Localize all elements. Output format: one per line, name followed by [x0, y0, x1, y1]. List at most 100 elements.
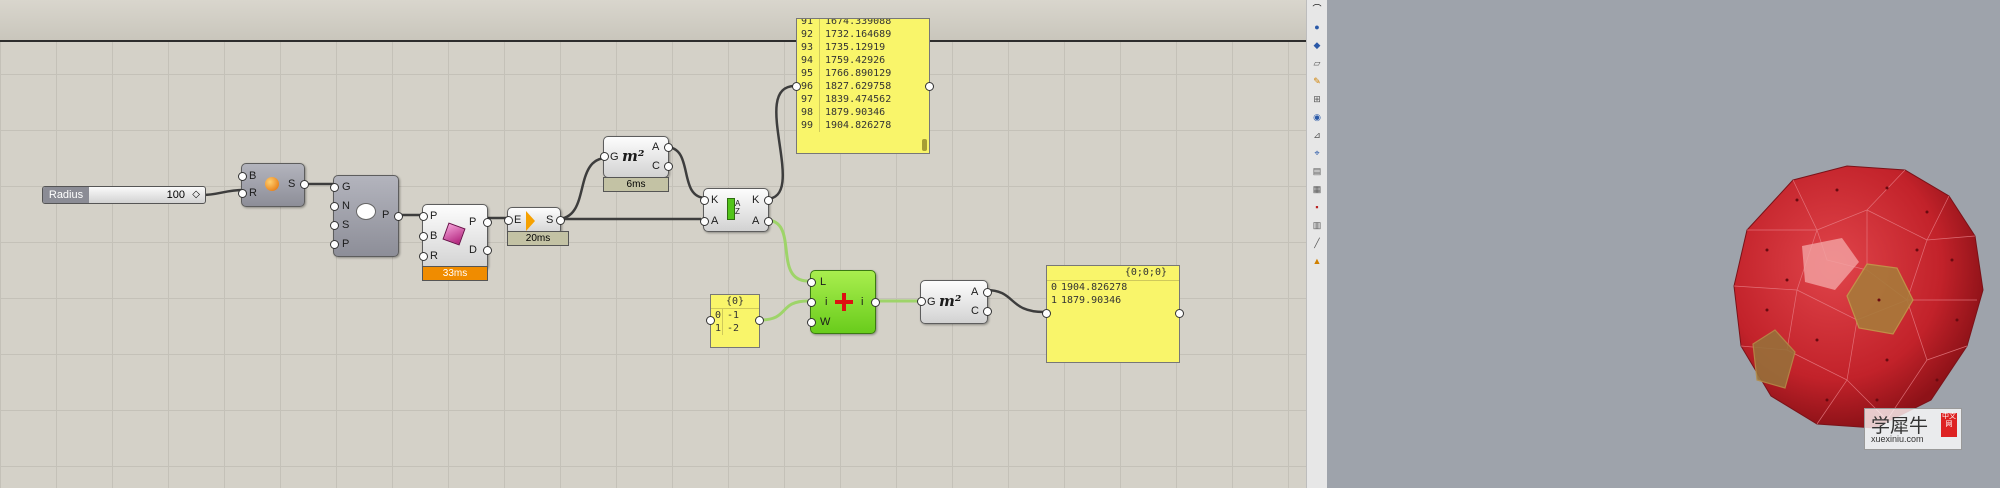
- voronoi-input-r: R: [430, 250, 438, 262]
- join-output-grip[interactable]: [556, 216, 565, 225]
- list-input-w-grip[interactable]: [807, 318, 816, 327]
- brep-join-component[interactable]: E S: [504, 207, 565, 235]
- list-input-i-grip[interactable]: [807, 298, 816, 307]
- sort-output-k-grip[interactable]: [764, 196, 773, 205]
- grasshopper-canvas[interactable]: Radius 100 ◇ B R S G N S P P P B R P D: [0, 0, 1306, 488]
- voronoi-input-r-grip[interactable]: [419, 252, 428, 261]
- voronoi-output-p-grip[interactable]: [483, 218, 492, 227]
- sort-icon: [727, 198, 735, 220]
- canvas-top-band: [0, 0, 1306, 42]
- point-tool-icon[interactable]: ◆: [1313, 40, 1321, 50]
- voronoi-input-b-grip[interactable]: [419, 232, 428, 241]
- voronoi-input-p-grip[interactable]: [419, 212, 428, 221]
- panel-result-output-grip[interactable]: [1175, 309, 1184, 318]
- sphere-output-grip[interactable]: [300, 180, 309, 189]
- voronoi-output-d-grip[interactable]: [483, 246, 492, 255]
- area-top-output-c-grip[interactable]: [664, 162, 673, 171]
- sphere-input-r-grip[interactable]: [238, 189, 247, 198]
- transform-tool-icon[interactable]: ⊞: [1313, 94, 1321, 104]
- rhino-side-toolbar: ⌒ ● ◆ ▱ ✎ ⊞ ◉ ⊿ ⌖ ▤ ▦ ▪ ▥ ╱ ▲: [1306, 0, 1328, 488]
- slider-diamond-icon[interactable]: ◇: [192, 189, 200, 200]
- surface-tool-icon[interactable]: ▱: [1313, 58, 1321, 68]
- populate-cloud-icon: [356, 203, 376, 220]
- sphere-input-b-grip[interactable]: [238, 172, 247, 181]
- sort-output-k: K: [752, 194, 760, 206]
- populate-output-grip[interactable]: [394, 212, 403, 221]
- area-bottom-output-c-grip[interactable]: [983, 307, 992, 316]
- join-output-s: S: [546, 214, 554, 226]
- grid-tool-icon[interactable]: ▥: [1312, 220, 1322, 230]
- panel-scroll-thumb[interactable]: [922, 139, 927, 151]
- voronoi-input-p: P: [430, 210, 438, 222]
- sort-output-a: A: [752, 215, 760, 227]
- area-top-timing: 6ms: [603, 177, 669, 192]
- area-top-output-a-grip[interactable]: [664, 143, 673, 152]
- render-tool-icon[interactable]: ▤: [1312, 166, 1322, 176]
- area-top-input-g-grip[interactable]: [600, 152, 609, 161]
- sort-input-k-grip[interactable]: [700, 196, 709, 205]
- area-bottom-output-a-grip[interactable]: [983, 288, 992, 297]
- area-bottom-icon: m²: [939, 292, 962, 310]
- panel-indices[interactable]: {0} 0-1 1-2: [710, 294, 760, 348]
- voronoi-component[interactable]: P B R P D: [419, 204, 492, 270]
- populate-input-g: G: [342, 181, 351, 193]
- panel-top-input-grip[interactable]: [792, 82, 801, 91]
- highlighted-cell-olive-2: [1752, 329, 1796, 389]
- voronoi-output-p: P: [469, 216, 477, 228]
- pen-tool-icon[interactable]: ╱: [1314, 238, 1320, 248]
- area-component-top[interactable]: G m² A C: [600, 136, 673, 178]
- panel-top-output-grip[interactable]: [925, 82, 934, 91]
- list-input-w: W: [820, 316, 831, 328]
- watermark-logo: 学犀牛 xuexiniu.com 中文网: [1864, 408, 1962, 450]
- layer-tool-icon[interactable]: ▦: [1312, 184, 1322, 194]
- curve-tool-icon[interactable]: ⌒: [1312, 4, 1322, 14]
- voronoi-input-b: B: [430, 230, 438, 242]
- radius-slider[interactable]: Radius 100 ◇: [42, 186, 206, 204]
- area-bottom-output-a: A: [971, 286, 979, 298]
- panel-indices-input-grip[interactable]: [706, 316, 715, 325]
- dimension-tool-icon[interactable]: ⌖: [1314, 148, 1320, 158]
- join-input-e: E: [514, 214, 522, 226]
- rhino-viewport[interactable]: 学犀牛 xuexiniu.com 中文网: [1327, 0, 2000, 488]
- area-component-bottom[interactable]: G m² A C: [917, 280, 992, 324]
- join-input-e-grip[interactable]: [504, 216, 513, 225]
- sort-output-a-grip[interactable]: [764, 217, 773, 226]
- list-input-l-grip[interactable]: [807, 278, 816, 287]
- populate-input-s-grip[interactable]: [330, 221, 339, 230]
- populate-input-n: N: [342, 200, 350, 212]
- populate-input-p-grip[interactable]: [330, 240, 339, 249]
- populate-input-n-grip[interactable]: [330, 202, 339, 211]
- snap-tool-icon[interactable]: ▪: [1315, 202, 1319, 212]
- paint-tool-icon[interactable]: ▲: [1312, 256, 1322, 266]
- sort-input-a-grip[interactable]: [700, 217, 709, 226]
- panel-indices-output-grip[interactable]: [755, 316, 764, 325]
- edit-tool-icon[interactable]: ✎: [1313, 76, 1321, 86]
- area-bottom-input-g-grip[interactable]: [917, 297, 926, 306]
- sphere-component[interactable]: B R S: [238, 163, 309, 207]
- circle-tool-icon[interactable]: ●: [1314, 22, 1320, 32]
- populate-geometry-component[interactable]: G N S P P: [330, 175, 403, 257]
- analyze-tool-icon[interactable]: ◉: [1313, 112, 1321, 122]
- populate-input-s: S: [342, 219, 350, 231]
- populate-input-g-grip[interactable]: [330, 183, 339, 192]
- panel-result-input-grip[interactable]: [1042, 309, 1051, 318]
- list-item-component[interactable]: L i W i: [807, 270, 880, 334]
- list-output-grip[interactable]: [871, 298, 880, 307]
- slider-value[interactable]: 100: [166, 189, 185, 201]
- area-top-output-a: A: [652, 141, 660, 153]
- voronoi-output-d: D: [469, 244, 477, 256]
- wire-sort-list: [765, 218, 809, 283]
- mesh-tool-icon[interactable]: ⊿: [1313, 130, 1321, 140]
- sphere-input-r: R: [249, 187, 257, 199]
